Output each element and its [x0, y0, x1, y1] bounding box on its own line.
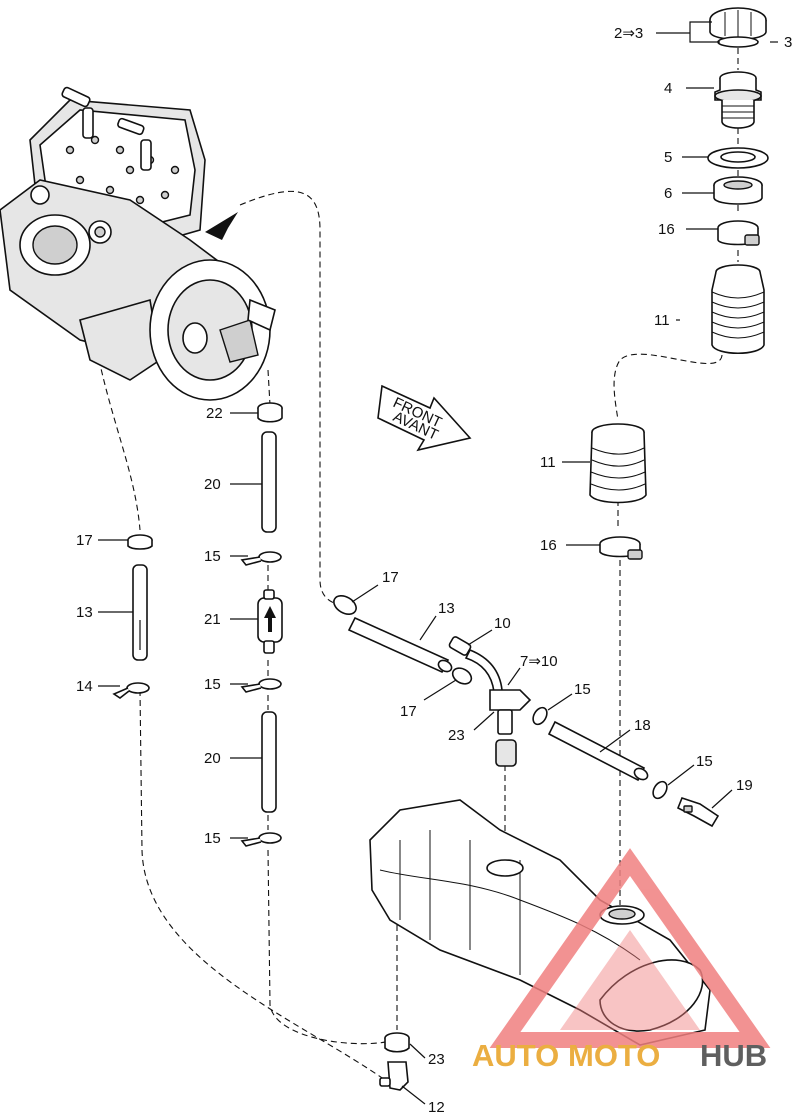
label-7to10: 7⇒10 — [520, 653, 558, 670]
label-14: 14 — [76, 678, 93, 695]
label-16-mid: 16 — [540, 537, 557, 554]
label-15-e: 15 — [696, 753, 713, 770]
label-12: 12 — [428, 1099, 445, 1116]
label-20-bottom: 20 — [204, 750, 221, 767]
fuel-tank — [369, 799, 711, 1046]
label-21: 21 — [204, 611, 221, 628]
label-10: 10 — [494, 615, 511, 632]
watermark-auto: AUTO — [472, 1038, 559, 1073]
nut-ring — [713, 176, 763, 205]
label-13-left: 13 — [76, 604, 93, 621]
filler-neck-fitting — [714, 71, 762, 129]
label-4: 4 — [664, 80, 672, 97]
clamp-15-d — [532, 706, 548, 726]
fuel-hose-20-bottom — [261, 711, 277, 813]
watermark-triangle-inner — [560, 930, 700, 1030]
clamp-15-a — [240, 551, 282, 566]
label-16-top: 16 — [658, 221, 675, 238]
label-22: 22 — [206, 405, 223, 422]
label-17-left: 17 — [76, 532, 93, 549]
routing-lines — [94, 48, 739, 1081]
label-19: 19 — [736, 777, 753, 794]
clamp-14 — [112, 682, 150, 699]
label-20-top: 20 — [204, 476, 221, 493]
label-15-d: 15 — [574, 681, 591, 698]
label-23-bottom: 23 — [428, 1051, 445, 1068]
label-17-lower: 17 — [400, 703, 417, 720]
label-11-mid: 11 — [540, 454, 556, 471]
grommet-23-bottom — [384, 1032, 410, 1053]
filler-hose-mid — [589, 423, 647, 504]
vent-hose-left — [132, 564, 148, 661]
vent-hose-13 — [347, 616, 450, 674]
watermark-logo: AUTO MOTO HUB — [472, 848, 771, 1073]
fuel-hose-20-top — [261, 431, 277, 533]
watermark-hub: HUB — [700, 1038, 767, 1073]
fuel-pickup-12 — [379, 1061, 409, 1091]
callout-leaders — [98, 21, 778, 1105]
clamp-mid — [599, 536, 643, 560]
watermark-triangle-outer — [489, 848, 771, 1048]
fitting-10 — [448, 636, 503, 693]
fuel-filter-21 — [257, 589, 283, 654]
check-valve-19 — [676, 797, 720, 828]
label-15-b: 15 — [204, 676, 221, 693]
clamp-top — [717, 220, 760, 246]
filler-cap-assembly — [709, 7, 767, 48]
label-5: 5 — [664, 149, 672, 166]
clamp-17-hose — [333, 595, 357, 615]
clamp-15-c — [240, 832, 282, 847]
label-13-hose: 13 — [438, 600, 455, 617]
clamp-22 — [257, 402, 283, 423]
clamp-15-b — [240, 678, 282, 693]
filler-hose-top — [711, 264, 765, 354]
callout-labels: 2⇒3 3 4 5 6 16 11 11 16 22 20 15 21 15 2… — [76, 25, 792, 1116]
watermark-moto: MOTO — [568, 1038, 660, 1073]
front-direction-arrow: FRONT AVANT — [377, 384, 472, 452]
t-fitting-7to10 — [489, 689, 532, 735]
clamp-17-lower — [451, 667, 473, 685]
grommet-23-mid — [495, 739, 517, 767]
gasket — [707, 147, 769, 169]
label-15-a: 15 — [204, 548, 221, 565]
label-17-hose: 17 — [382, 569, 399, 586]
label-11-top: 11 — [654, 312, 670, 329]
label-18: 18 — [634, 717, 651, 734]
clamp-15-e — [652, 780, 668, 800]
clamp-17-left — [127, 534, 153, 550]
engine-assembly — [0, 86, 276, 401]
label-6: 6 — [664, 185, 672, 202]
label-15-c: 15 — [204, 830, 221, 847]
label-2to3: 2⇒3 — [614, 25, 643, 42]
label-3: 3 — [784, 34, 792, 51]
vent-hose-18 — [547, 720, 646, 782]
label-23-mid: 23 — [448, 727, 465, 744]
